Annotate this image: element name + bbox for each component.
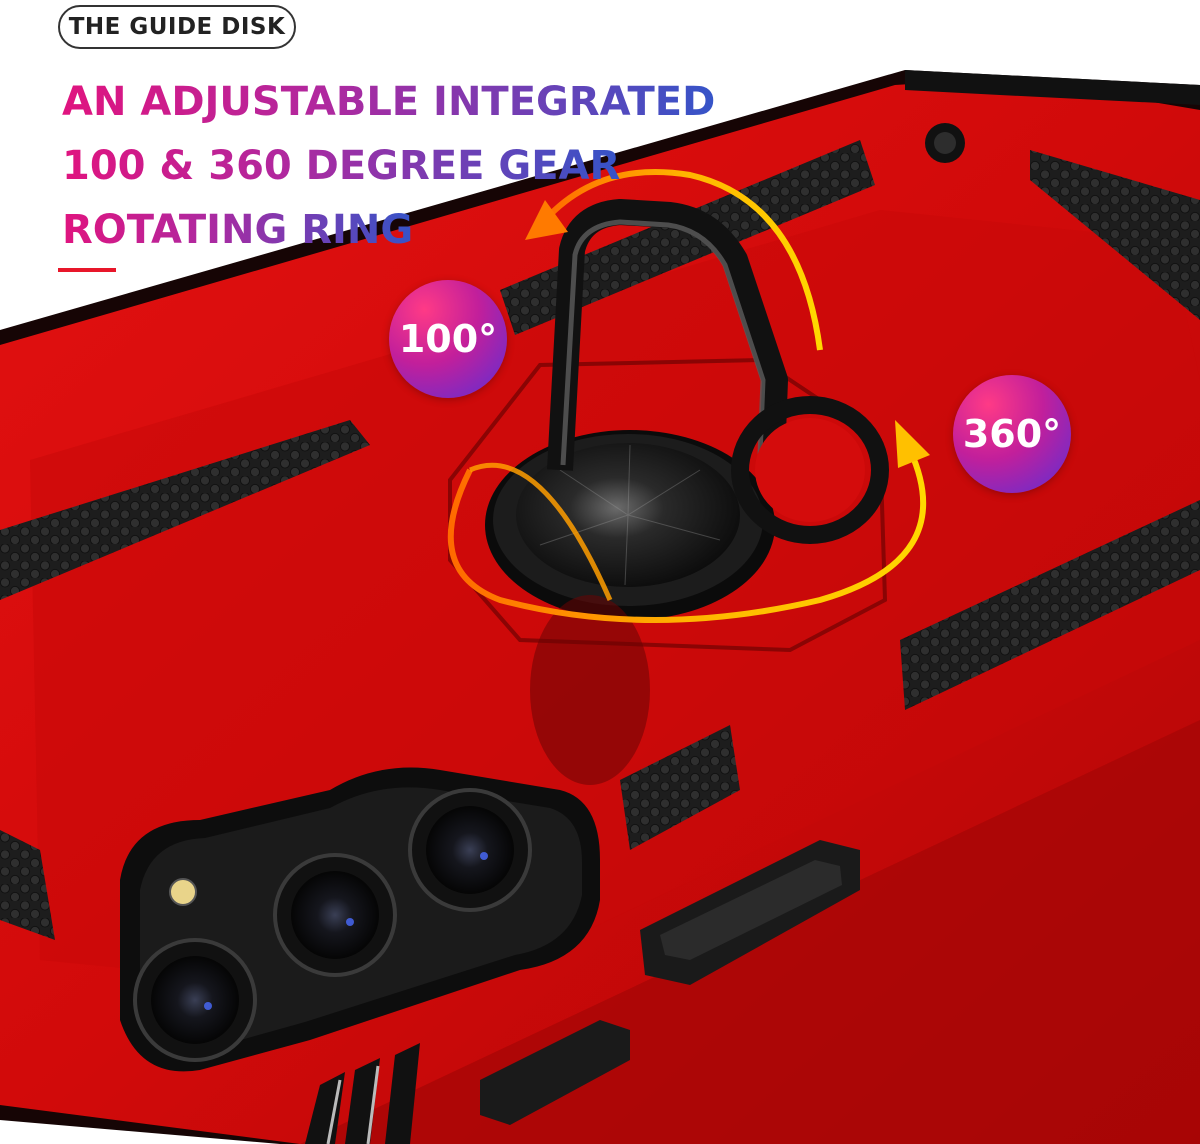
- rotating-disc: [516, 443, 740, 587]
- grip-top-left: [500, 140, 875, 335]
- flash-icon: [169, 878, 197, 906]
- headline-underline: [58, 268, 116, 272]
- grip-bottom-left: [0, 830, 55, 940]
- guide-disk-label: THE GUIDE DISK: [58, 5, 296, 49]
- headline-line-1: AN ADJUSTABLE INTEGRATED: [62, 79, 716, 125]
- badge-360-degree: 360°: [953, 375, 1071, 493]
- headline-line-3: ROTATING RING: [62, 207, 414, 253]
- badge-100-degree: 100°: [389, 280, 507, 398]
- camera-lens-1: [408, 788, 532, 912]
- camera-lens-2: [273, 853, 397, 977]
- rotation-arrow-100-icon: [542, 169, 823, 351]
- camera-lens-3: [133, 938, 257, 1062]
- rotation-arrow-360-icon: [447, 448, 927, 623]
- bottom-vents: [305, 1043, 420, 1144]
- headline-line-2: 100 & 360 DEGREE GEAR: [62, 143, 621, 189]
- grip-middle: [620, 725, 740, 850]
- grip-left: [0, 420, 370, 600]
- side-buttons: [480, 840, 860, 1125]
- grip-right: [900, 500, 1200, 710]
- ring-handle: [547, 199, 788, 471]
- grip-top-right: [1030, 150, 1200, 320]
